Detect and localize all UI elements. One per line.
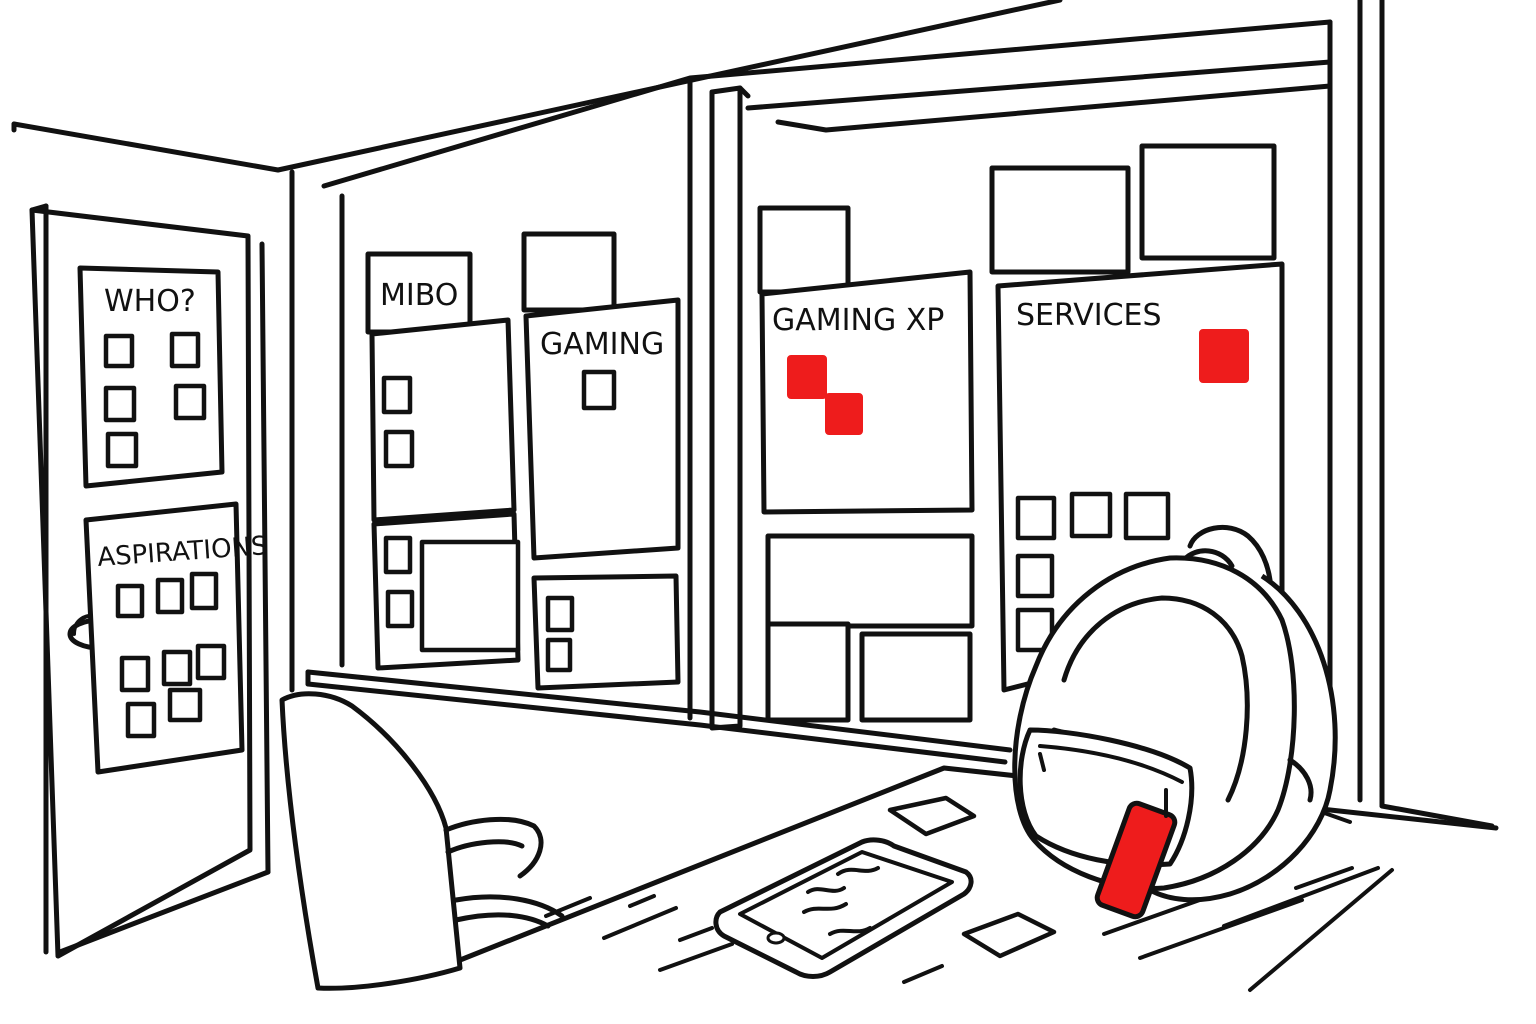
who-note (169, 331, 201, 369)
red-sticky-note (825, 393, 863, 435)
mibo-board: MIBO (365, 251, 521, 671)
gaming-xp-board: GAMING XP (757, 205, 975, 723)
services-note (1069, 491, 1113, 539)
aspirations-note (195, 643, 227, 681)
who-note (173, 383, 207, 421)
mibo-note (383, 429, 415, 469)
mibo-note (381, 375, 413, 415)
desk-note (961, 911, 1057, 959)
gaming-xp-board-label: GAMING XP (772, 303, 944, 338)
aspirations-note (125, 701, 157, 739)
aspirations-note (155, 577, 185, 615)
red-sticky-note (787, 355, 827, 399)
mibo-note (383, 535, 413, 575)
backpack-zipper-tag[interactable] (1094, 800, 1178, 920)
aspirations-note (189, 571, 219, 611)
mibo-note (385, 589, 415, 629)
mibo-board-label: MIBO (380, 278, 458, 313)
aspirations-note (167, 687, 203, 723)
services-board-label: SERVICES (1016, 298, 1162, 333)
who-note (103, 385, 137, 423)
services-note (1015, 495, 1057, 541)
desk-note (887, 795, 977, 837)
gaming-board-label: GAMING (540, 327, 664, 362)
who-board: WHO? (77, 265, 225, 489)
mibo-panel (419, 539, 521, 653)
red-sticky-note (1199, 329, 1249, 383)
who-note (105, 431, 139, 469)
services-note (1015, 553, 1055, 599)
aspirations-board: ASPIRATIONS (83, 501, 268, 775)
gaming-board: GAMING (521, 231, 681, 691)
chair (279, 691, 565, 991)
gaming-note (545, 637, 573, 673)
services-note (1123, 491, 1171, 541)
aspirations-note (119, 655, 151, 693)
gaming-note (545, 595, 575, 633)
room-structure (11, 0, 1495, 955)
gaming-note (581, 369, 617, 411)
backpack[interactable] (1012, 524, 1338, 920)
who-note (103, 333, 135, 369)
smartphone[interactable] (713, 837, 974, 979)
aspirations-note (161, 649, 193, 687)
aspirations-note (115, 583, 145, 619)
who-board-label: WHO? (104, 284, 196, 319)
